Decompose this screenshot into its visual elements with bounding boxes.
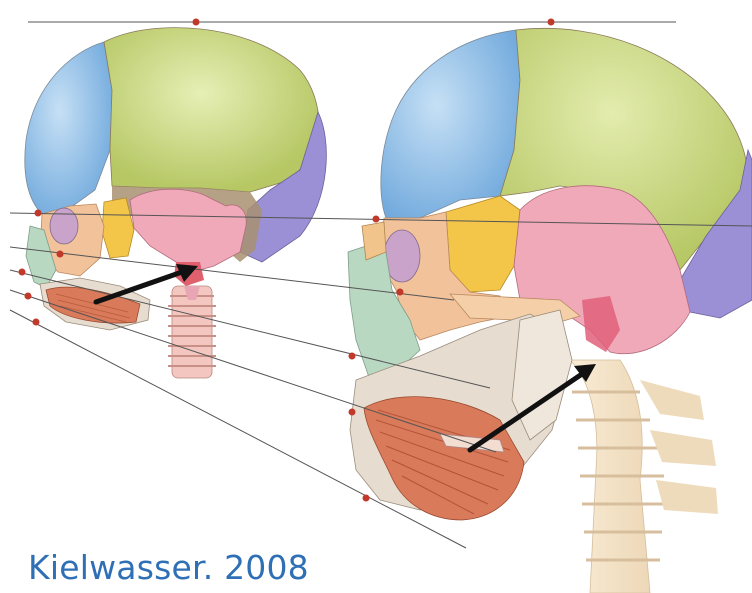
- left-skull: [25, 28, 327, 378]
- citation-caption: Kielwasser. 2008: [28, 548, 309, 587]
- left-parietal-bone: [104, 28, 319, 192]
- right-skull: [348, 28, 752, 593]
- left-frontal-bone: [25, 42, 112, 214]
- left-cervical-spine: [168, 286, 216, 378]
- right-ramus: [512, 310, 572, 440]
- right-cervical-spine: [570, 360, 718, 593]
- right-frontal-bone: [381, 30, 520, 218]
